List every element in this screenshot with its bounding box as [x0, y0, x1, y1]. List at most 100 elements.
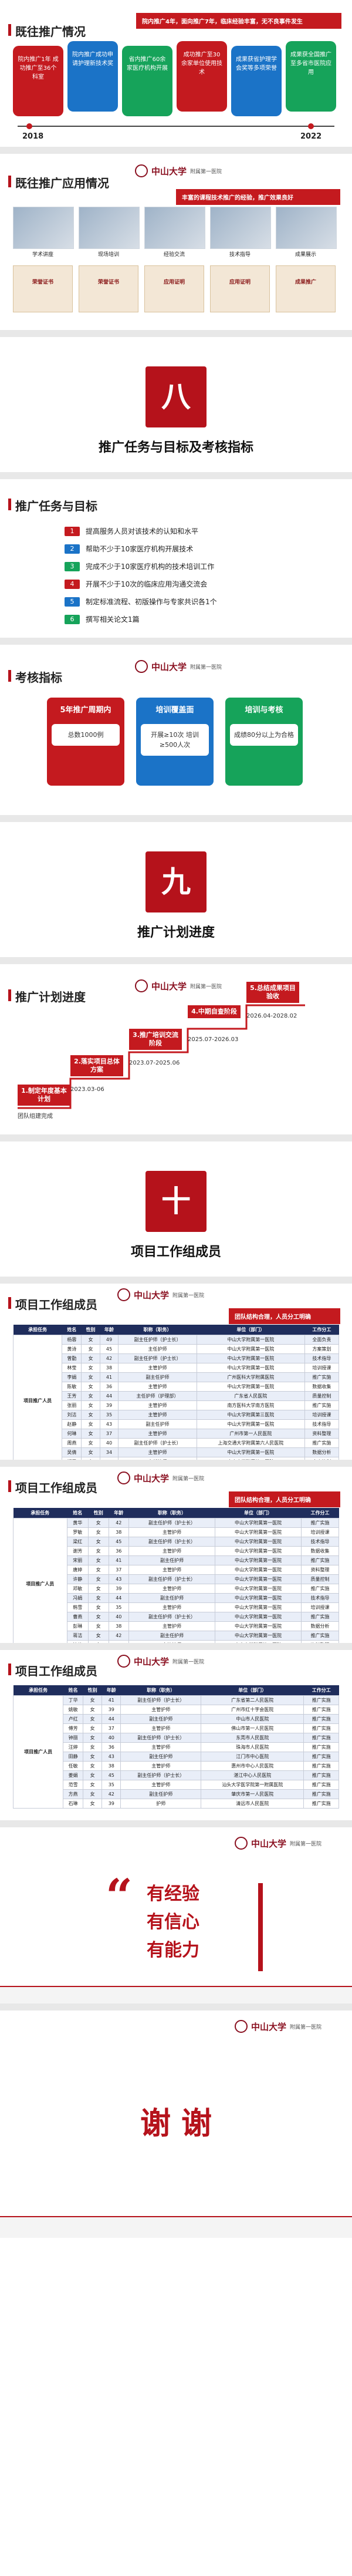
separator	[0, 815, 352, 822]
table-cell: 黄华	[66, 1518, 89, 1528]
table-cell: 副主任护师（护士长）	[120, 1770, 202, 1780]
history-item: 成果获全国推广至多省市医院应用	[286, 41, 336, 112]
photo-caption: 学术讲座	[32, 252, 53, 258]
table-header: 承担任务姓名性别年龄职称（职务）单位（部门）工作分工	[13, 1685, 339, 1696]
table-cell: 女	[87, 1565, 109, 1575]
part10-slide: 十 项目工作组成员	[0, 1141, 352, 1277]
table-cell: 汕头大学医学院第一附属医院	[201, 1780, 304, 1790]
kpi-card-body: 总数1000例	[52, 724, 120, 746]
table-cell: 36	[108, 1546, 130, 1556]
table-cell: 周燕	[62, 1438, 82, 1448]
table-cell: 方案策划	[304, 1344, 340, 1354]
table-cell: 肇庆市第一人民医院	[201, 1789, 304, 1799]
table-cell: 南方医科大学南方医院	[196, 1400, 305, 1410]
table-cell: 女	[81, 1457, 100, 1460]
table-cell: 女	[81, 1335, 100, 1345]
separator	[0, 957, 352, 964]
photo	[276, 207, 337, 249]
brand-name: 中山大学	[134, 1289, 170, 1301]
column-header: 姓名	[63, 1685, 83, 1696]
table-cell: 主任护师	[118, 1344, 197, 1354]
column-header: 职称（职务）	[118, 1325, 197, 1335]
table-cell: 中山大学附属第一医院	[196, 1353, 305, 1363]
table-cell: 女	[87, 1584, 109, 1594]
table-cell: 方案策划	[304, 1457, 340, 1460]
table-cell: 推广实施	[303, 1770, 339, 1780]
kpi-card-body: 成绩80分以上为合格	[230, 724, 298, 746]
table-cell: 34	[99, 1447, 119, 1457]
table-cell: 推广实施	[303, 1752, 339, 1762]
table-cell: 副主任护师	[128, 1555, 216, 1565]
table-cell: 中山大学附属第一医院	[215, 1640, 302, 1643]
table-cell: 中山大学附属第一医院	[215, 1518, 302, 1528]
table-cell: 罗敏	[66, 1527, 89, 1537]
table-cell: 东莞市人民医院	[201, 1733, 304, 1743]
table-cell: 主管护师	[120, 1761, 202, 1771]
table-cell: 42	[99, 1353, 119, 1363]
table-cell: 中山市人民医院	[201, 1714, 304, 1724]
table-cell: 39	[108, 1584, 130, 1594]
table-cell: 41	[101, 1695, 121, 1705]
table-cell: 女	[83, 1742, 103, 1752]
table-cell: 副主任护师（护士长）	[120, 1695, 202, 1705]
history-item: 院内推广成功申请护理新技术奖	[67, 41, 118, 112]
column-header: 工作分工	[303, 1685, 339, 1696]
table-cell: 女	[83, 1705, 103, 1715]
goal-text: 制定标准流程、初版操作与专家共识各1个	[86, 598, 217, 606]
photo-caption: 技术指导	[229, 252, 251, 258]
table-cell: 护师	[120, 1799, 202, 1809]
column-header: 姓名	[67, 1508, 89, 1518]
table-cell: 林莹	[62, 1363, 82, 1373]
closing-slide: 中山大学 附属第一医院 “ 有经验有信心有能力	[0, 1827, 352, 2003]
table-cell: 中山大学附属第一医院	[215, 1621, 302, 1631]
table-cell: 石琳	[63, 1799, 84, 1809]
column-header: 承担任务	[13, 1685, 63, 1696]
table-cell: 推广实施	[303, 1714, 339, 1724]
table-cell: 资料整理	[300, 1565, 340, 1575]
table-cell: 推广实施	[303, 1723, 339, 1733]
table-cell: 佛山市第一人民医院	[201, 1723, 304, 1733]
table-cell: 副主任护师	[128, 1593, 216, 1603]
table-cell: 推广实施	[300, 1555, 340, 1565]
table-cell: 副主任护师	[120, 1714, 202, 1724]
part8-number: 八	[145, 366, 207, 427]
table-cell: 全面负责	[304, 1335, 340, 1345]
table-cell: 副主任护师（护士长）	[128, 1537, 216, 1547]
separator	[0, 1460, 352, 1467]
photo-caption: 现场培训	[97, 252, 119, 258]
goal-text: 完成不少于10家医疗机构的技术培训工作	[86, 563, 215, 571]
certificate: 成果推广	[276, 265, 336, 312]
table-cell: 主管护师	[118, 1363, 197, 1373]
thanks-text: 谢 谢	[140, 2106, 212, 2141]
table-cell: 女	[83, 1714, 103, 1724]
table-cell: 36	[99, 1382, 119, 1392]
brand-sub: 附属第一医院	[190, 169, 222, 175]
table-cell: 35	[108, 1602, 130, 1612]
table-cell: 质量控制	[304, 1391, 340, 1401]
table-cell: 郑雪	[62, 1457, 82, 1460]
table-cell: 范雪	[63, 1780, 84, 1790]
table-cell: 资料整理	[304, 1429, 340, 1439]
table-cell: 女	[83, 1799, 103, 1809]
brand-logo: 中山大学 附属第一医院	[117, 1655, 204, 1668]
brand-sub: 附属第一医院	[290, 2024, 322, 2031]
table-cell: 中山大学附属第一医院	[215, 1631, 302, 1641]
table-cell: 培训授课	[304, 1363, 340, 1373]
separator	[0, 638, 352, 645]
certificate: 应用证明	[144, 265, 204, 312]
column-header: 单位（部门）	[197, 1325, 305, 1335]
table-cell: 王芳	[62, 1391, 82, 1401]
table-cell: 女	[81, 1429, 100, 1439]
